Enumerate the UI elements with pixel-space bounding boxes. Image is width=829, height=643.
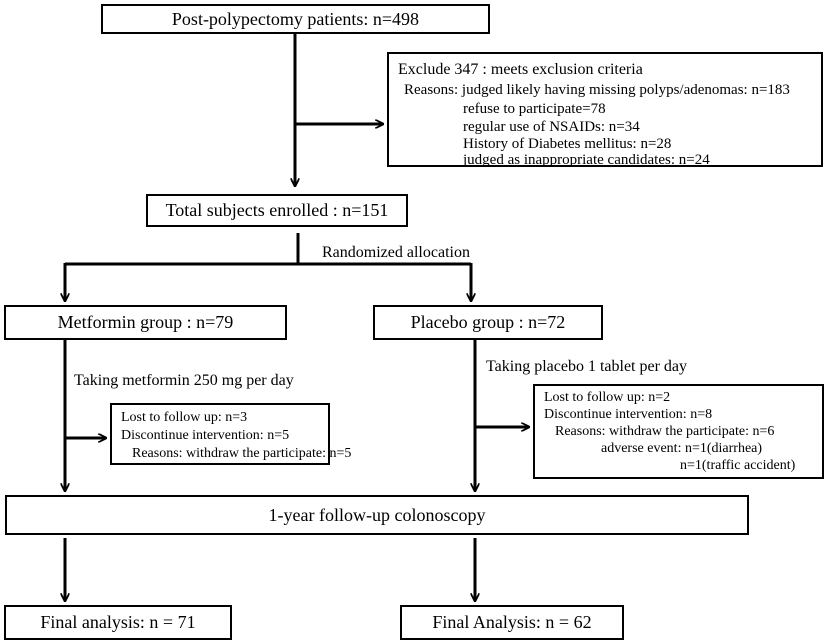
final-metformin-box: Final analysis: n = 71 <box>4 605 232 640</box>
metformin-group-box: Metformin group : n=79 <box>4 305 287 340</box>
excluded-reason-1: Reasons: judged likely having missing po… <box>404 82 790 98</box>
metformin-lost-box: Lost to follow up: n=3 Discontinue inter… <box>110 403 351 465</box>
excluded-title: Exclude 347 : meets exclusion criteria <box>398 61 643 78</box>
placebo-group-box: Placebo group : n=72 <box>373 305 603 340</box>
placebo-lost-line-5: n=1(traffic accident) <box>680 458 796 473</box>
excluded-reason-4: History of Diabetes mellitus: n=28 <box>463 136 672 152</box>
randomized-label: Randomized allocation <box>322 244 470 261</box>
metformin-dose-label: Taking metformin 250 mg per day <box>74 372 294 389</box>
enrolled-text: Total subjects enrolled : n=151 <box>165 200 389 220</box>
placebo-group-text: Placebo group : n=72 <box>410 312 566 332</box>
final-metformin-text: Final analysis: n = 71 <box>40 612 196 632</box>
placebo-lost-line-4: adverse event: n=1(diarrhea) <box>601 441 763 456</box>
enrolled-box: Total subjects enrolled : n=151 <box>146 194 408 227</box>
placebo-lost-box: Lost to follow up: n=2 Discontinue inter… <box>533 384 824 479</box>
placebo-lost-line-2: Discontinue intervention: n=8 <box>544 407 713 422</box>
placebo-dose-label: Taking placebo 1 tablet per day <box>486 358 688 375</box>
metformin-lost-line-2: Discontinue intervention: n=5 <box>121 428 290 443</box>
placebo-lost-line-3: Reasons: withdraw the participate: n=6 <box>555 424 775 439</box>
excluded-reason-5: judged as inappropriate candidates: n=24 <box>463 152 710 168</box>
excluded-reason-2: refuse to participate=78 <box>463 101 606 117</box>
post-polypectomy-box: Post-polypectomy patients: n=498 <box>101 4 490 34</box>
metformin-lost-line-1: Lost to follow up: n=3 <box>121 410 248 425</box>
followup-text: 1-year follow-up colonoscopy <box>268 504 486 525</box>
excluded-reason-3: regular use of NSAIDs: n=34 <box>463 119 640 135</box>
final-placebo-text: Final Analysis: n = 62 <box>432 612 592 632</box>
metformin-lost-line-3: Reasons: withdraw the participate: n=5 <box>132 446 352 461</box>
post-polypectomy-text: Post-polypectomy patients: n=498 <box>171 8 420 29</box>
excluded-box: Exclude 347 : meets exclusion criteria R… <box>387 52 823 168</box>
metformin-group-text: Metformin group : n=79 <box>57 312 234 332</box>
final-placebo-box: Final Analysis: n = 62 <box>400 605 624 640</box>
placebo-lost-line-1: Lost to follow up: n=2 <box>544 390 671 405</box>
followup-box: 1-year follow-up colonoscopy <box>5 495 749 535</box>
